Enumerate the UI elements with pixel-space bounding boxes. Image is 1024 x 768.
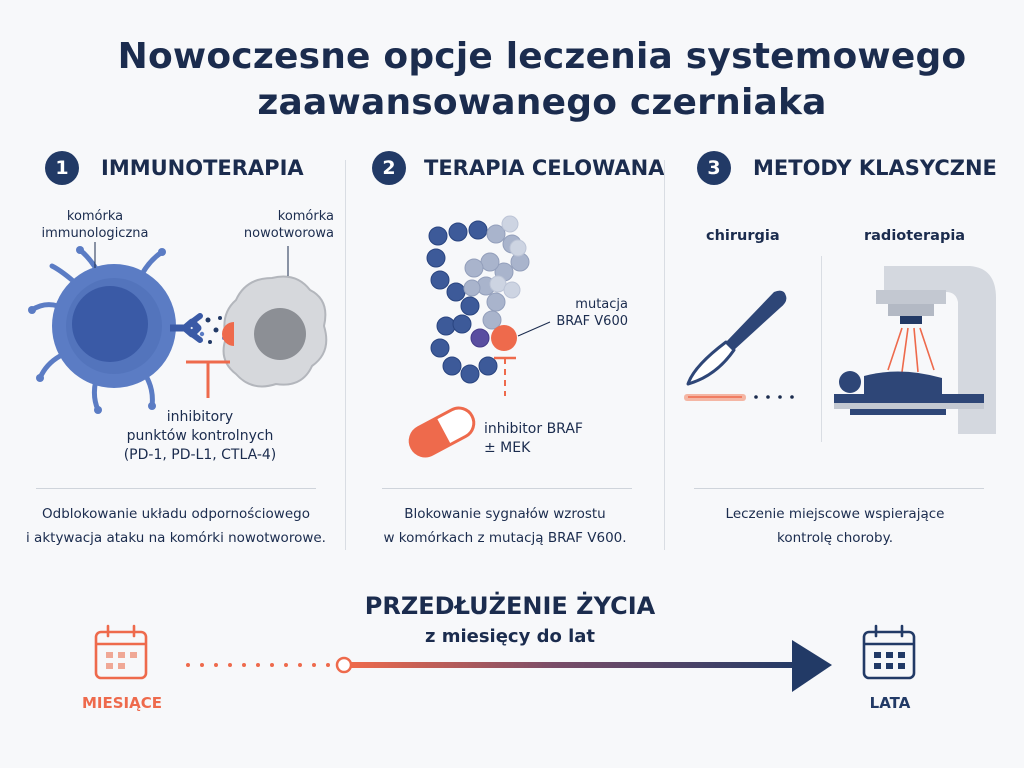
immune-cell-label: komórka immunologiczna <box>41 209 149 241</box>
braf-inhibitor-line <box>494 356 516 396</box>
section-number-badge: 1 <box>45 151 79 185</box>
section-header-immunotherapy: 1 IMMUNOTERAPIA <box>45 150 304 186</box>
signal-particles <box>199 316 226 344</box>
scalpel-illustration <box>684 290 794 401</box>
timeline-end-label: LATA <box>869 694 911 712</box>
protein-chain-icon <box>426 215 530 384</box>
section-divider <box>345 160 346 550</box>
section-header-targeted-therapy: 2 TERAPIA CELOWANA <box>372 150 664 186</box>
timeline-start-label: MIESIĄCE <box>81 694 162 712</box>
immunotherapy-description: Odblokowanie układu odpornościowego i ak… <box>26 506 326 546</box>
timeline-subheading: z miesięcy do lat <box>424 626 596 647</box>
page-title-line-1: Nowoczesne opcje leczenia systemowego <box>117 36 967 77</box>
linear-accelerator-icon <box>876 266 996 434</box>
section-divider <box>664 160 665 550</box>
immunotherapy-illustration <box>28 242 328 414</box>
patient-on-table-icon <box>834 371 984 415</box>
section-underline <box>694 488 984 489</box>
checkpoint-inhibitors-label: inhibitory punktów kontrolnych (PD-1, PD… <box>123 409 277 463</box>
method-divider <box>821 256 822 442</box>
timeline-dotted-segment <box>186 663 330 667</box>
arrow-head-icon <box>792 640 832 692</box>
calendar-icon <box>862 624 916 680</box>
section-number-badge: 3 <box>697 151 731 185</box>
timeline-arrow <box>94 624 916 692</box>
timeline-gradient-bar <box>351 662 801 668</box>
page-title-line-2: zaawansowanego czerniaka <box>257 82 827 123</box>
section-number-badge: 2 <box>372 151 406 185</box>
radiotherapy-label: radioterapia <box>864 228 966 244</box>
timeline-start-marker <box>335 656 353 674</box>
targeted-therapy-illustration <box>408 215 551 458</box>
section-header-classic-methods: 3 METODY KLASYCZNE <box>697 150 997 186</box>
scalpel-icon <box>686 290 787 386</box>
braf-mutation-label: mutacja BRAF V600 <box>556 297 628 329</box>
surgery-label: chirurgia <box>706 228 780 244</box>
immune-cell-icon <box>28 246 203 414</box>
braf-inhibitor-label: inhibitor BRAF ± MEK <box>484 421 583 456</box>
section-title: METODY KLASYCZNE <box>753 156 997 180</box>
timeline-heading: PRZEDŁUŻENIE ŻYCIA <box>364 592 656 620</box>
radiation-beam-icon <box>887 327 935 373</box>
classic-methods-description: Leczenie miejscowe wspierające kontrolę … <box>725 506 945 546</box>
radiotherapy-illustration <box>834 266 996 434</box>
checkpoint-inhibitor-icon <box>186 360 230 398</box>
skin-incision-icon <box>684 394 794 401</box>
section-underline <box>36 488 316 489</box>
calendar-icon <box>94 624 148 680</box>
tumor-cell-label: komórka nowotworowa <box>243 209 334 241</box>
targeted-therapy-description: Blokowanie sygnałów wzrostu w komórkach … <box>383 506 627 546</box>
pill-capsule-icon <box>408 406 476 458</box>
page-title: Nowoczesne opcje leczenia systemowego za… <box>0 34 1024 126</box>
tumor-cell-icon <box>222 275 328 388</box>
section-underline <box>382 488 632 489</box>
section-title: TERAPIA CELOWANA <box>424 156 665 180</box>
section-title: IMMUNOTERAPIA <box>101 156 304 180</box>
